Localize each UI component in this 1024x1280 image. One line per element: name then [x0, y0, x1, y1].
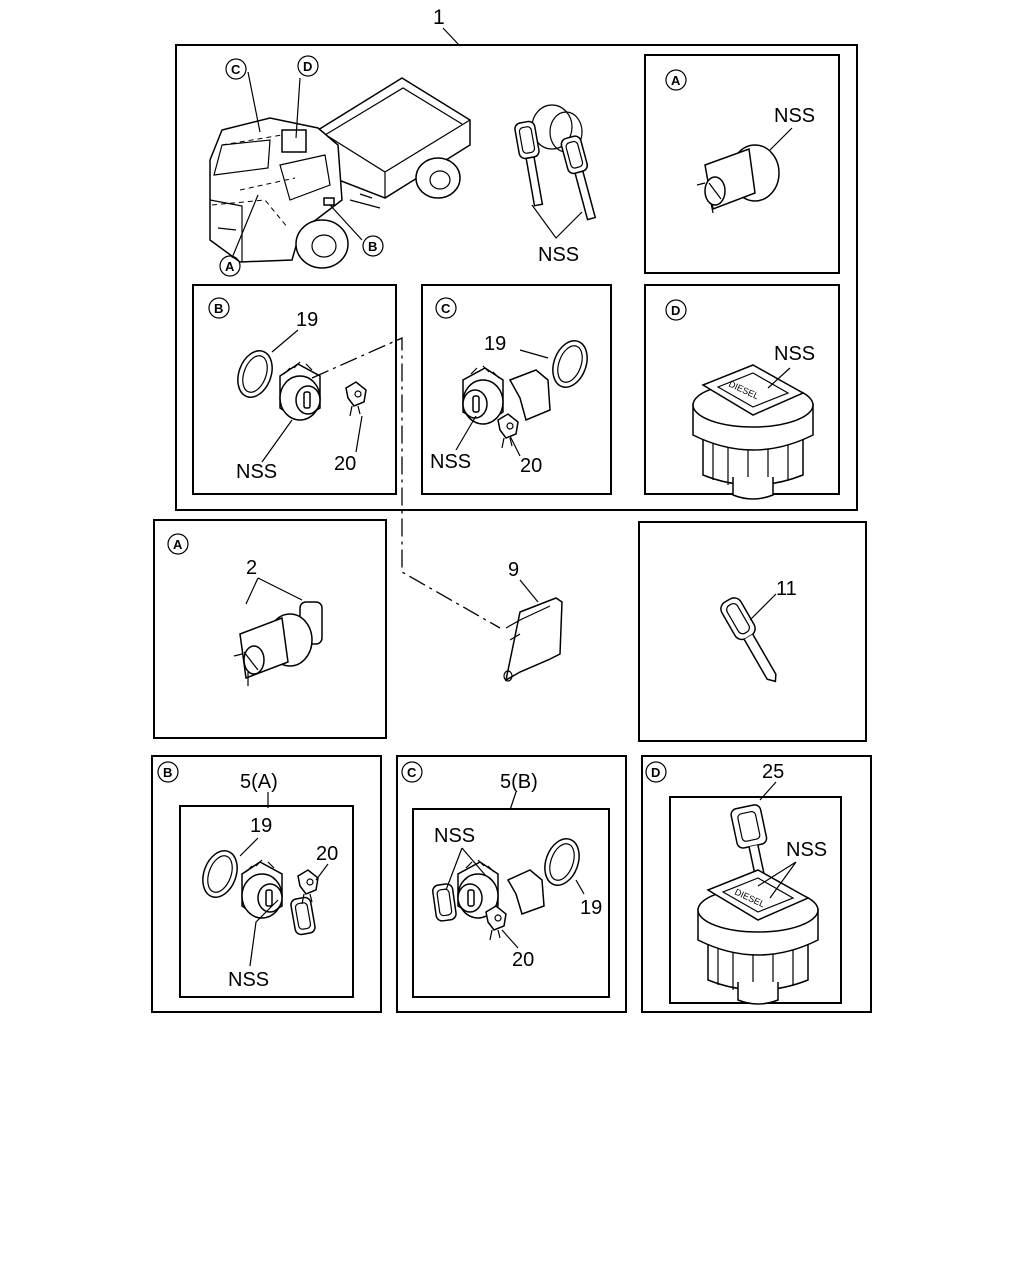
key-part-illustration	[720, 597, 777, 683]
bottom-panel-b-letter: B	[157, 761, 179, 783]
mid-panel-a	[153, 519, 387, 739]
bottom-panel-b-ring-number: 19	[250, 815, 272, 837]
bottom-panel-d-letter: D	[645, 761, 667, 783]
bottom-panel-b-key	[289, 895, 317, 937]
truck-illustration	[209, 71, 471, 269]
ignition-lock-illustration	[696, 144, 780, 214]
bottom-panel-c-letter: C	[401, 761, 423, 783]
top-panel-a-label: NSS	[774, 105, 815, 127]
bottom-panel-c-inner	[412, 808, 610, 998]
bottom-panel-d-cap	[697, 869, 819, 1005]
top-panel-a	[644, 54, 840, 274]
top-panel-b-ring	[231, 345, 279, 403]
bottom-panel-b-clip-number: 20	[316, 843, 338, 865]
bottom-panel-c-clip	[485, 905, 507, 941]
bottom-panel-c-ring-number: 19	[580, 897, 602, 919]
bottom-panel-d-nss: NSS	[786, 839, 827, 861]
top-panel-a-letter: A	[665, 69, 687, 91]
bottom-panel-c	[396, 755, 627, 1013]
top-panel-d-letter: D	[665, 299, 687, 321]
top-panel-c	[421, 284, 612, 495]
bottom-panel-c-nss: NSS	[434, 825, 475, 847]
top-panel-b-cylinder	[279, 361, 321, 421]
top-panel-c-cylinder	[462, 365, 504, 425]
svg-text:C: C	[407, 765, 417, 780]
fuel-cap-illustration	[692, 364, 814, 500]
svg-text:B: B	[163, 765, 172, 780]
rod-part-illustration	[503, 597, 563, 682]
svg-text:B: B	[368, 239, 377, 254]
truck-callout-d: D	[297, 55, 319, 77]
svg-text:D: D	[303, 59, 312, 74]
bottom-panel-d-kit: 25	[762, 761, 784, 783]
top-panel-c-ring-number: 19	[484, 333, 506, 355]
bottom-panel-c-key	[431, 882, 458, 923]
bottom-panel-c-ring	[538, 833, 586, 891]
mid-panel-a-letter: A	[167, 533, 189, 555]
key-set-illustration	[513, 104, 597, 239]
svg-text:D: D	[651, 765, 660, 780]
mid-panel-a-part-number: 2	[246, 557, 257, 579]
top-panel-b-clip-number: 20	[334, 453, 356, 475]
bottom-panel-b-inner	[179, 805, 354, 998]
ignition-lock-set-illustration	[233, 601, 323, 686]
top-panel-b-clip	[345, 381, 367, 417]
svg-text:C: C	[441, 301, 451, 316]
bottom-panel-c-bracket	[506, 869, 545, 915]
svg-text:A: A	[671, 73, 681, 88]
bottom-panel-d	[641, 755, 872, 1013]
bottom-panel-b	[151, 755, 382, 1013]
bottom-panel-b-nss: NSS	[228, 969, 269, 991]
bottom-panel-b-ring	[196, 845, 244, 903]
top-panel-c-nss: NSS	[430, 451, 471, 473]
truck-callout-a: A	[219, 255, 241, 277]
assembly-number: 1	[433, 6, 445, 29]
top-panel-c-bracket	[508, 369, 551, 422]
svg-text:B: B	[214, 301, 223, 316]
bottom-panel-b-cylinder	[241, 859, 283, 919]
svg-text:A: A	[173, 537, 183, 552]
svg-text:A: A	[225, 259, 235, 274]
top-panel-b-nss: NSS	[236, 461, 277, 483]
top-panel-c-ring	[546, 335, 594, 393]
keys-label: NSS	[538, 244, 579, 266]
bottom-panel-c-kit: 5(B)	[500, 771, 538, 793]
top-panel-d-label: NSS	[774, 343, 815, 365]
rod-part-number: 9	[508, 559, 519, 581]
top-panel-c-letter: C	[435, 297, 457, 319]
truck-callout-b: B	[362, 235, 384, 257]
top-panel-c-clip	[497, 413, 519, 449]
top-panel-b	[192, 284, 397, 495]
top-panel-c-clip-number: 20	[520, 455, 542, 477]
bottom-panel-b-kit: 5(A)	[240, 771, 278, 793]
top-panel-b-ring-number: 19	[296, 309, 318, 331]
mid-key-part-number: 11	[776, 578, 797, 600]
svg-text:D: D	[671, 303, 680, 318]
rod-leader-line	[311, 336, 501, 629]
svg-text:C: C	[231, 62, 241, 77]
assembly-frame	[175, 44, 858, 511]
mid-panel-key	[638, 521, 867, 742]
top-panel-b-letter: B	[208, 297, 230, 319]
bottom-panel-c-clip-number: 20	[512, 949, 534, 971]
truck-callout-c: C	[225, 58, 247, 80]
